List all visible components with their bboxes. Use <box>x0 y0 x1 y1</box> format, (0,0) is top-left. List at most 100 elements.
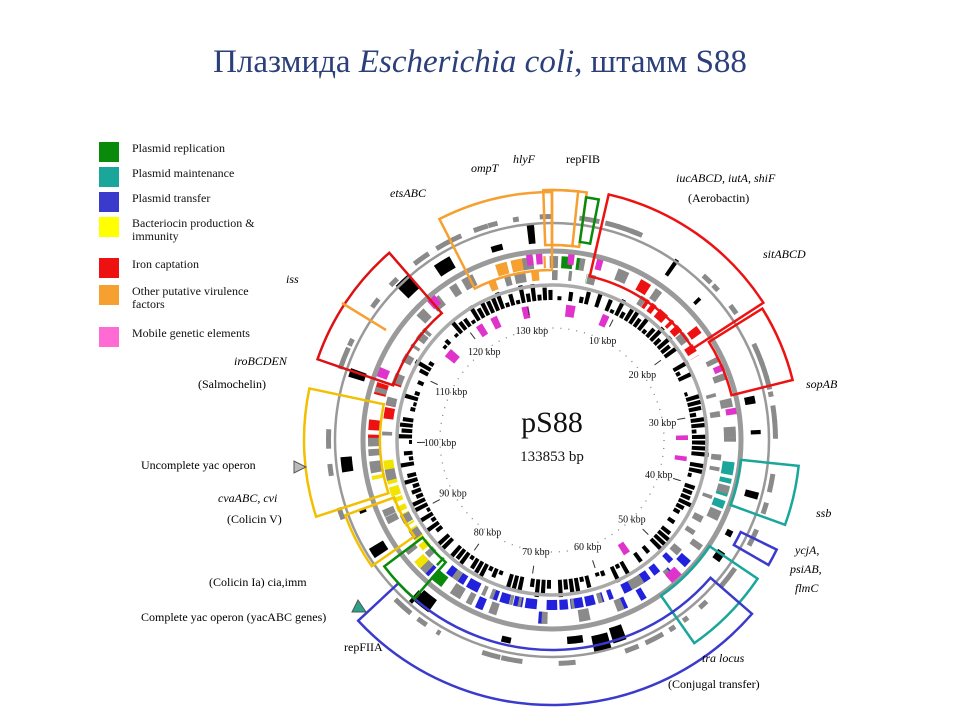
kbp-tick <box>532 565 535 574</box>
legend-swatch <box>99 285 119 305</box>
gc-skew-bar <box>411 487 422 495</box>
label-ssb: ssb <box>816 506 831 520</box>
gc-skew-bar <box>619 560 631 576</box>
kbp-tick <box>469 332 476 340</box>
transfer-genes <box>648 563 661 576</box>
outer-gene-block <box>347 337 355 347</box>
mobile-element <box>490 315 502 330</box>
gene-block <box>596 592 604 604</box>
gc-skew-bar <box>477 563 489 580</box>
gc-skew-bar <box>653 337 662 346</box>
gene-block <box>489 588 497 600</box>
gc-feature <box>414 590 437 613</box>
outer-gene-block <box>772 420 778 439</box>
gc-skew-bar <box>684 482 696 490</box>
gene-block <box>684 525 696 536</box>
gc-skew-bar <box>506 573 514 588</box>
mobile-element <box>725 407 739 416</box>
gc-skew-bar <box>401 428 413 434</box>
gc-feature <box>500 635 512 644</box>
outer-gene-block <box>644 631 665 646</box>
gc-skew-bar <box>450 319 464 335</box>
legend-swatch <box>99 192 119 212</box>
outer-gene-block <box>728 303 739 316</box>
gene-block <box>385 512 400 525</box>
gc-skew-bar <box>397 434 413 439</box>
gc-skew-bar <box>410 406 416 412</box>
etsABC-genes <box>488 279 499 292</box>
outer-gene-block <box>325 429 332 449</box>
title-part1: Плазмида <box>213 44 359 80</box>
gc-skew-bar <box>691 422 705 429</box>
gc-skew-bar <box>689 412 697 418</box>
outer-gene-block <box>698 599 709 610</box>
gc-skew-bar <box>609 308 615 314</box>
gc-skew-bar <box>691 451 709 457</box>
transfer-genes <box>465 578 482 593</box>
gc-skew-bar <box>594 572 600 577</box>
mobile-element <box>617 541 631 556</box>
gc-skew-bar <box>402 393 419 402</box>
label-tra: tra locus <box>702 651 745 665</box>
gc-skew-bar <box>504 302 511 308</box>
gc-feature <box>566 635 584 645</box>
gc-skew-bar <box>406 471 417 479</box>
outer-gene-block <box>629 228 644 238</box>
gene-block <box>382 431 393 436</box>
legend-label: Plasmid transfer <box>132 191 211 205</box>
legend-label: Other putative virulence factors <box>132 284 249 311</box>
gene-block <box>649 288 663 303</box>
gene-block <box>689 538 703 551</box>
label-iss: iss <box>286 272 299 286</box>
transfer-genes <box>524 597 538 610</box>
gc-feature <box>724 528 734 538</box>
gc-skew-bar <box>677 372 692 382</box>
etsABC-genes <box>531 270 540 282</box>
box-tra <box>356 576 754 707</box>
gc-skew-bar <box>685 393 701 402</box>
gene-features <box>325 214 778 666</box>
gc-skew-bar <box>691 429 697 434</box>
box-sopAB <box>728 458 801 527</box>
mobile-element <box>674 455 687 462</box>
outer-gene-block <box>668 624 677 633</box>
legend-swatch <box>99 327 119 347</box>
gc-feature <box>490 243 504 253</box>
aerobactin-genes <box>635 279 652 296</box>
iss-indicator <box>341 301 387 332</box>
plasmid-size: 133853 bp <box>520 449 584 465</box>
gc-skew-bar <box>683 392 689 397</box>
gene-block <box>401 353 415 366</box>
mobile-element <box>564 304 576 318</box>
gc-skew-bar <box>442 344 448 350</box>
gene-block <box>702 492 713 500</box>
gene-block <box>578 258 586 271</box>
kbp-tick-label: 10 kbp <box>589 336 617 347</box>
gc-skew-bar <box>455 548 467 561</box>
gene-block <box>709 465 720 472</box>
title-species: Escherichia coli <box>358 44 575 80</box>
outer-gene-block <box>388 276 400 288</box>
gc-skew-bar <box>594 291 604 308</box>
gc-skew-bar <box>691 440 706 445</box>
gene-block <box>513 272 527 285</box>
gc-skew-bar <box>657 529 671 543</box>
gc-skew-bar <box>660 525 672 536</box>
title-part2: , штамм S88 <box>574 44 747 80</box>
transfer-genes <box>446 565 459 578</box>
gene-block <box>481 585 489 597</box>
label-sopAB: sopAB <box>806 377 838 391</box>
dotted-scale-ring <box>439 327 665 553</box>
kbp-tick <box>473 543 480 551</box>
gene-block <box>719 398 733 409</box>
gene-block <box>723 437 736 442</box>
outer-gene-block <box>472 223 489 233</box>
kbp-tick <box>654 359 662 366</box>
salmochelin-genes <box>368 419 382 431</box>
colicinV-genes <box>371 473 385 481</box>
gene-block <box>614 268 630 284</box>
gene-block <box>675 331 690 346</box>
gene-block <box>368 448 381 457</box>
gc-skew-bar <box>415 492 424 499</box>
gene-block <box>399 511 414 525</box>
